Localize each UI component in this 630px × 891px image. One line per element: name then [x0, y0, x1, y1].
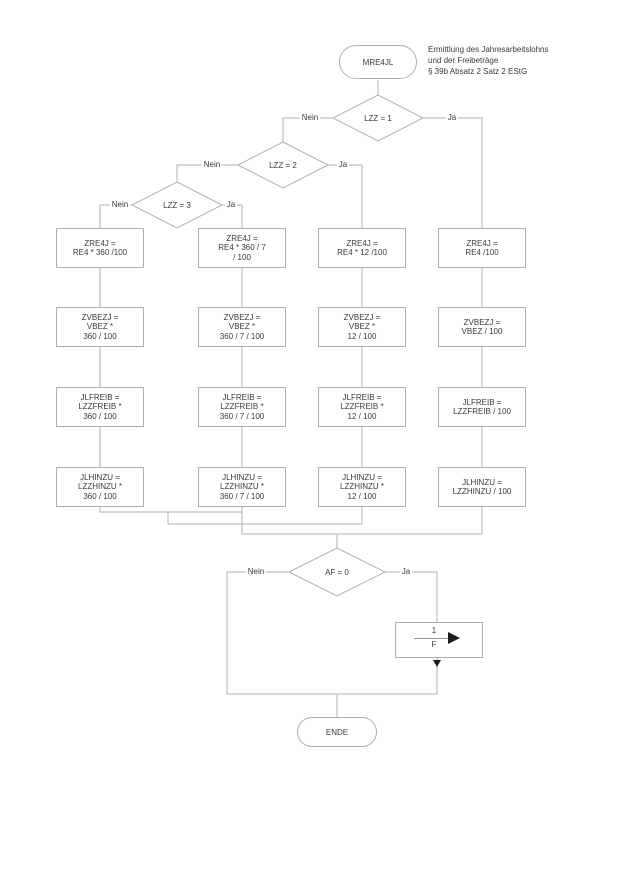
formula-line: ZVBEZJ =: [343, 312, 381, 322]
end-terminator: ENDE: [297, 717, 377, 747]
process-box-jlfreib-jahr: JLFREIB = LZZFREIB / 100: [438, 387, 526, 427]
start-label: MRE4JL: [362, 57, 394, 67]
process-box-zre4j-360-7: ZRE4J = RE4 * 360 / 7 / 100: [198, 228, 286, 268]
process-box-zre4j-360: ZRE4J = RE4 * 360 /100: [56, 228, 144, 268]
formula-line: JLFREIB =: [462, 397, 502, 407]
process-box-jlhinzu-360: JLHINZU = LZZHINZU * 360 / 100: [56, 467, 144, 507]
branch-label-lzz3-ja: Ja: [224, 200, 238, 209]
formula-line: JLHINZU =: [222, 472, 262, 482]
formula-line: 12 / 100: [347, 331, 377, 341]
title-line: § 39b Absatz 2 Satz 2 EStG: [428, 67, 528, 76]
right-arrow-icon: [448, 632, 460, 644]
formula-line: JLFREIB =: [80, 392, 120, 402]
formula-line: 12 / 100: [347, 411, 377, 421]
process-box-jlfreib-360-7: JLFREIB = LZZFREIB * 360 / 7 / 100: [198, 387, 286, 427]
formula-line: ZRE4J =: [226, 233, 258, 243]
process-box-zre4j-12: ZRE4J = RE4 * 12 /100: [318, 228, 406, 268]
formula-line: 12 / 100: [347, 491, 377, 501]
formula-line: ZRE4J =: [466, 238, 498, 248]
process-box-jlfreib-12: JLFREIB = LZZFREIB * 12 / 100: [318, 387, 406, 427]
formula-line: VBEZ / 100: [461, 327, 503, 336]
branch-label-lzz2-nein: Nein: [201, 160, 223, 169]
formula-line: LZZHINZU *: [340, 482, 384, 492]
formula-line: VBEZ *: [86, 322, 114, 332]
edge-merge-a: [99, 507, 242, 513]
formula-line: JLFREIB =: [222, 392, 262, 402]
branch-label-lzz3-nein: Nein: [109, 200, 131, 209]
formula-line: RE4 * 360 /100: [72, 248, 128, 257]
formula-line: LZZHINZU / 100: [452, 487, 512, 496]
formula-line: LZZFREIB / 100: [453, 407, 511, 416]
formula-line: RE4 * 12 /100: [337, 248, 387, 257]
process-box-jlfreib-360: JLFREIB = LZZFREIB * 360 / 100: [56, 387, 144, 427]
formula-line: VBEZ *: [348, 322, 376, 332]
process-box-zvbezj-12: ZVBEZJ = VBEZ * 12 / 100: [318, 307, 406, 347]
title-annotation: Ermittlung des Jahresarbeitslohns und de…: [428, 44, 549, 77]
formula-line: 360 / 100: [83, 331, 117, 341]
branch-label-af-nein: Nein: [245, 567, 267, 576]
branch-label-lzz2-ja: Ja: [336, 160, 350, 169]
formula-line: LZZFREIB *: [78, 402, 122, 412]
formula-line: LZZFREIB *: [220, 402, 264, 412]
title-line: Ermittlung des Jahresarbeitslohns: [428, 45, 549, 54]
branch-label-af-ja: Ja: [399, 567, 413, 576]
formula-line: JLHINZU =: [462, 477, 502, 487]
formula-line: ZRE4J =: [84, 238, 116, 248]
formula-line: LZZFREIB *: [340, 402, 384, 412]
decision-label-af: AF = 0: [325, 568, 349, 577]
edge-af-ja: [385, 571, 438, 622]
decision-diamond-lzz2: [236, 141, 330, 189]
formula-line: ZRE4J =: [346, 238, 378, 248]
decision-label-lzz3: LZZ = 3: [163, 201, 191, 210]
process-box-zvbezj-360-7: ZVBEZJ = VBEZ * 360 / 7 / 100: [198, 307, 286, 347]
formula-line: ZVBEZJ =: [81, 312, 119, 322]
formula-line: 360 / 100: [83, 491, 117, 501]
formula-line: JLHINZU =: [342, 472, 382, 482]
formula-line: 360 / 100: [83, 411, 117, 421]
formula-line: 360 / 7 / 100: [219, 491, 265, 501]
edge-merge-c: [241, 507, 483, 535]
formula-line: 360 / 7 / 100: [219, 331, 265, 341]
process-box-zre4j-jahr: ZRE4J = RE4 /100: [438, 228, 526, 268]
down-arrow-icon: [433, 660, 441, 667]
formula-line: JLHINZU =: [80, 472, 120, 482]
decision-label-lzz2: LZZ = 2: [269, 161, 297, 170]
formula-line: LZZHINZU *: [78, 482, 122, 492]
formula-line: / 100: [233, 252, 251, 262]
decision-label-lzz1: LZZ = 1: [364, 114, 392, 123]
edge-lzz1-ja: [423, 117, 483, 228]
formula-line: ZVBEZJ =: [223, 312, 261, 322]
title-line: und der Freibeträge: [428, 56, 499, 65]
branch-label-lzz1-ja: Ja: [445, 113, 459, 122]
assignment-box-f: 1 F: [395, 622, 483, 658]
start-terminator: MRE4JL: [339, 45, 417, 79]
edge-merge-b: [167, 507, 363, 525]
formula-line: LZZHINZU *: [220, 482, 264, 492]
assignment-line: [414, 638, 448, 639]
process-box-jlhinzu-jahr: JLHINZU = LZZHINZU / 100: [438, 467, 526, 507]
process-box-jlhinzu-360-7: JLHINZU = LZZHINZU * 360 / 7 / 100: [198, 467, 286, 507]
formula-line: RE4 * 360 / 7: [218, 243, 266, 253]
decision-diamond-lzz3: [130, 181, 224, 229]
end-label: ENDE: [325, 727, 349, 737]
process-box-zvbezj-jahr: ZVBEZJ = VBEZ / 100: [438, 307, 526, 347]
formula-line: RE4 /100: [465, 248, 499, 257]
formula-line: JLFREIB =: [342, 392, 382, 402]
formula-line: 360 / 7 / 100: [219, 411, 265, 421]
formula-line: ZVBEZJ =: [463, 317, 501, 327]
decision-diamond-af: [287, 547, 387, 597]
branch-label-lzz1-nein: Nein: [299, 113, 321, 122]
process-box-jlhinzu-12: JLHINZU = LZZHINZU * 12 / 100: [318, 467, 406, 507]
assignment-variable: F: [431, 640, 437, 649]
formula-line: VBEZ *: [228, 322, 256, 332]
process-box-zvbezj-360: ZVBEZJ = VBEZ * 360 / 100: [56, 307, 144, 347]
decision-diamond-lzz1: [331, 94, 425, 142]
assignment-value: 1: [431, 626, 437, 635]
edge-lzz2-ja: [328, 164, 363, 228]
